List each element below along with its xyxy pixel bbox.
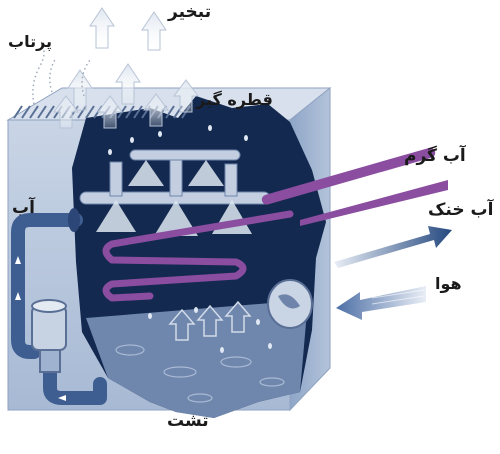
basin-label: تشت [167,411,209,431]
pump [31,299,67,373]
fan [267,279,313,329]
basin-ripples [115,344,285,403]
basin-water [86,300,308,418]
water-label: آب [12,198,35,218]
drift-throw-label: پرتاب [8,32,53,51]
pipe-flow-arrows [15,256,66,401]
drift-throw-dots [32,39,91,105]
drift-eliminator-label: قطره گیر [196,90,273,109]
water-droplets [108,125,272,353]
internal-air-arrows [168,300,252,341]
pipe-flange [68,208,80,232]
hot-water-coil [102,210,294,302]
hot-water-inlet-pipe [261,147,436,205]
hot-water-label: آب گرم [404,146,466,166]
air-label: هوا [435,274,462,293]
air-inlet-arrow [336,286,426,320]
evaporation-arrows [53,7,199,129]
evaporation-label: تبخیر [168,2,212,22]
cold-water-arrow [334,226,452,268]
cold-water-label: آب خنک [428,200,494,220]
spray-header [79,149,271,205]
hot-water-inlet-arrow [300,180,448,226]
